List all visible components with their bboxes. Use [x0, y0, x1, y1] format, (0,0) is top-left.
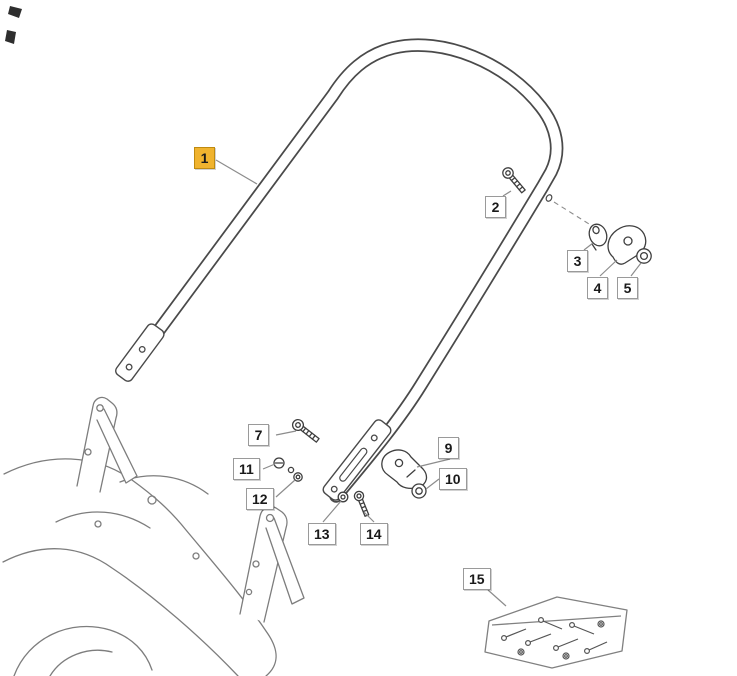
leader-line-part-5 [630, 262, 642, 277]
part-callout-14[interactable]: 14 [360, 523, 388, 545]
bolt-7 [291, 418, 320, 443]
leader-line-part-2 [502, 190, 512, 197]
screw-11 [273, 457, 295, 474]
handle-left-end-plate [115, 323, 165, 382]
leader-line-part-7 [275, 430, 297, 436]
washer-13 [337, 491, 349, 503]
part-callout-5[interactable]: 5 [617, 277, 638, 299]
leader-line-part-15 [487, 589, 507, 607]
part-callout-1[interactable]: 1 [194, 147, 215, 169]
right-handle-bracket [239, 505, 305, 623]
leader-line-part-13 [322, 500, 342, 523]
part-callout-10[interactable]: 10 [439, 468, 467, 490]
mower-deck-sketch [2, 396, 305, 676]
part-callout-2[interactable]: 2 [485, 196, 506, 218]
leader-line-part-14 [363, 511, 375, 523]
part-callout-9[interactable]: 9 [438, 437, 459, 459]
part-callout-15[interactable]: 15 [463, 568, 491, 590]
leader-line-part-3 [583, 242, 594, 251]
part-callout-3[interactable]: 3 [567, 250, 588, 272]
print-artifact [5, 6, 22, 44]
leader-line-part-10 [425, 478, 440, 490]
left-handle-bracket [76, 396, 138, 493]
leader-line-part-11 [262, 463, 276, 470]
handle-right-end-plate [322, 419, 392, 501]
nut-5 [636, 248, 652, 264]
knob-9 [381, 449, 428, 489]
leader-line-part-4 [599, 259, 618, 277]
leader-lines-layer [215, 159, 642, 607]
part-callout-13[interactable]: 13 [308, 523, 336, 545]
nut-10 [411, 483, 427, 499]
part-callout-12[interactable]: 12 [246, 488, 274, 510]
part-callout-7[interactable]: 7 [248, 424, 269, 446]
part-callout-11[interactable]: 11 [233, 458, 260, 480]
leader-line-part-9 [416, 458, 451, 468]
clamp-3 [588, 223, 608, 251]
washer-12 [293, 472, 303, 482]
leader-line-part-1 [215, 159, 258, 185]
hardware-bag [484, 596, 628, 669]
bolt-14 [353, 490, 370, 517]
bolt-2 [502, 167, 526, 194]
handle-bar [115, 38, 564, 503]
leader-line-part-12 [275, 479, 296, 498]
part-callout-4[interactable]: 4 [587, 277, 608, 299]
